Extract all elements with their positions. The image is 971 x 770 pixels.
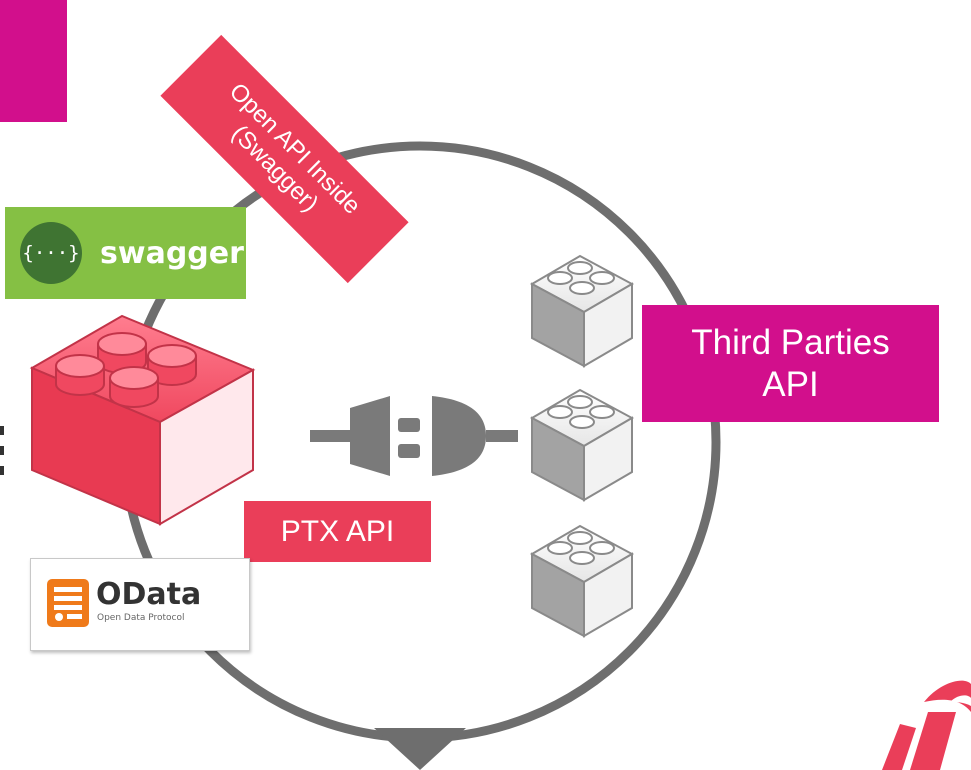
- third-party-lego-brick: [529, 524, 635, 638]
- swagger-wordmark: swagger: [100, 235, 244, 271]
- third-parties-api-label: Third Parties API: [642, 305, 939, 422]
- odata-table-icon: [47, 579, 89, 627]
- magenta-accent-block: [0, 0, 67, 122]
- circle-pointer: [374, 728, 466, 770]
- ptx-api-label: PTX API: [244, 501, 431, 562]
- swagger-braces-icon: {···}: [20, 222, 82, 284]
- odata-subtitle: Open Data Protocol: [97, 613, 185, 623]
- odata-logo: OData Open Data Protocol: [30, 558, 250, 651]
- plug-connector-icon: [310, 396, 518, 476]
- brand-mark-icon: [882, 680, 971, 770]
- swagger-logo: {···} swagger: [5, 207, 246, 299]
- ptx-api-text: PTX API: [280, 514, 395, 548]
- third-party-lego-brick: [529, 254, 635, 368]
- third-party-lego-brick: [529, 388, 635, 502]
- ptx-lego-brick: [29, 314, 256, 526]
- edge-dash-marks: [0, 426, 4, 476]
- odata-wordmark: OData: [96, 577, 202, 612]
- third-parties-line-1: Third Parties: [691, 322, 890, 362]
- third-parties-line-2: API: [762, 364, 819, 404]
